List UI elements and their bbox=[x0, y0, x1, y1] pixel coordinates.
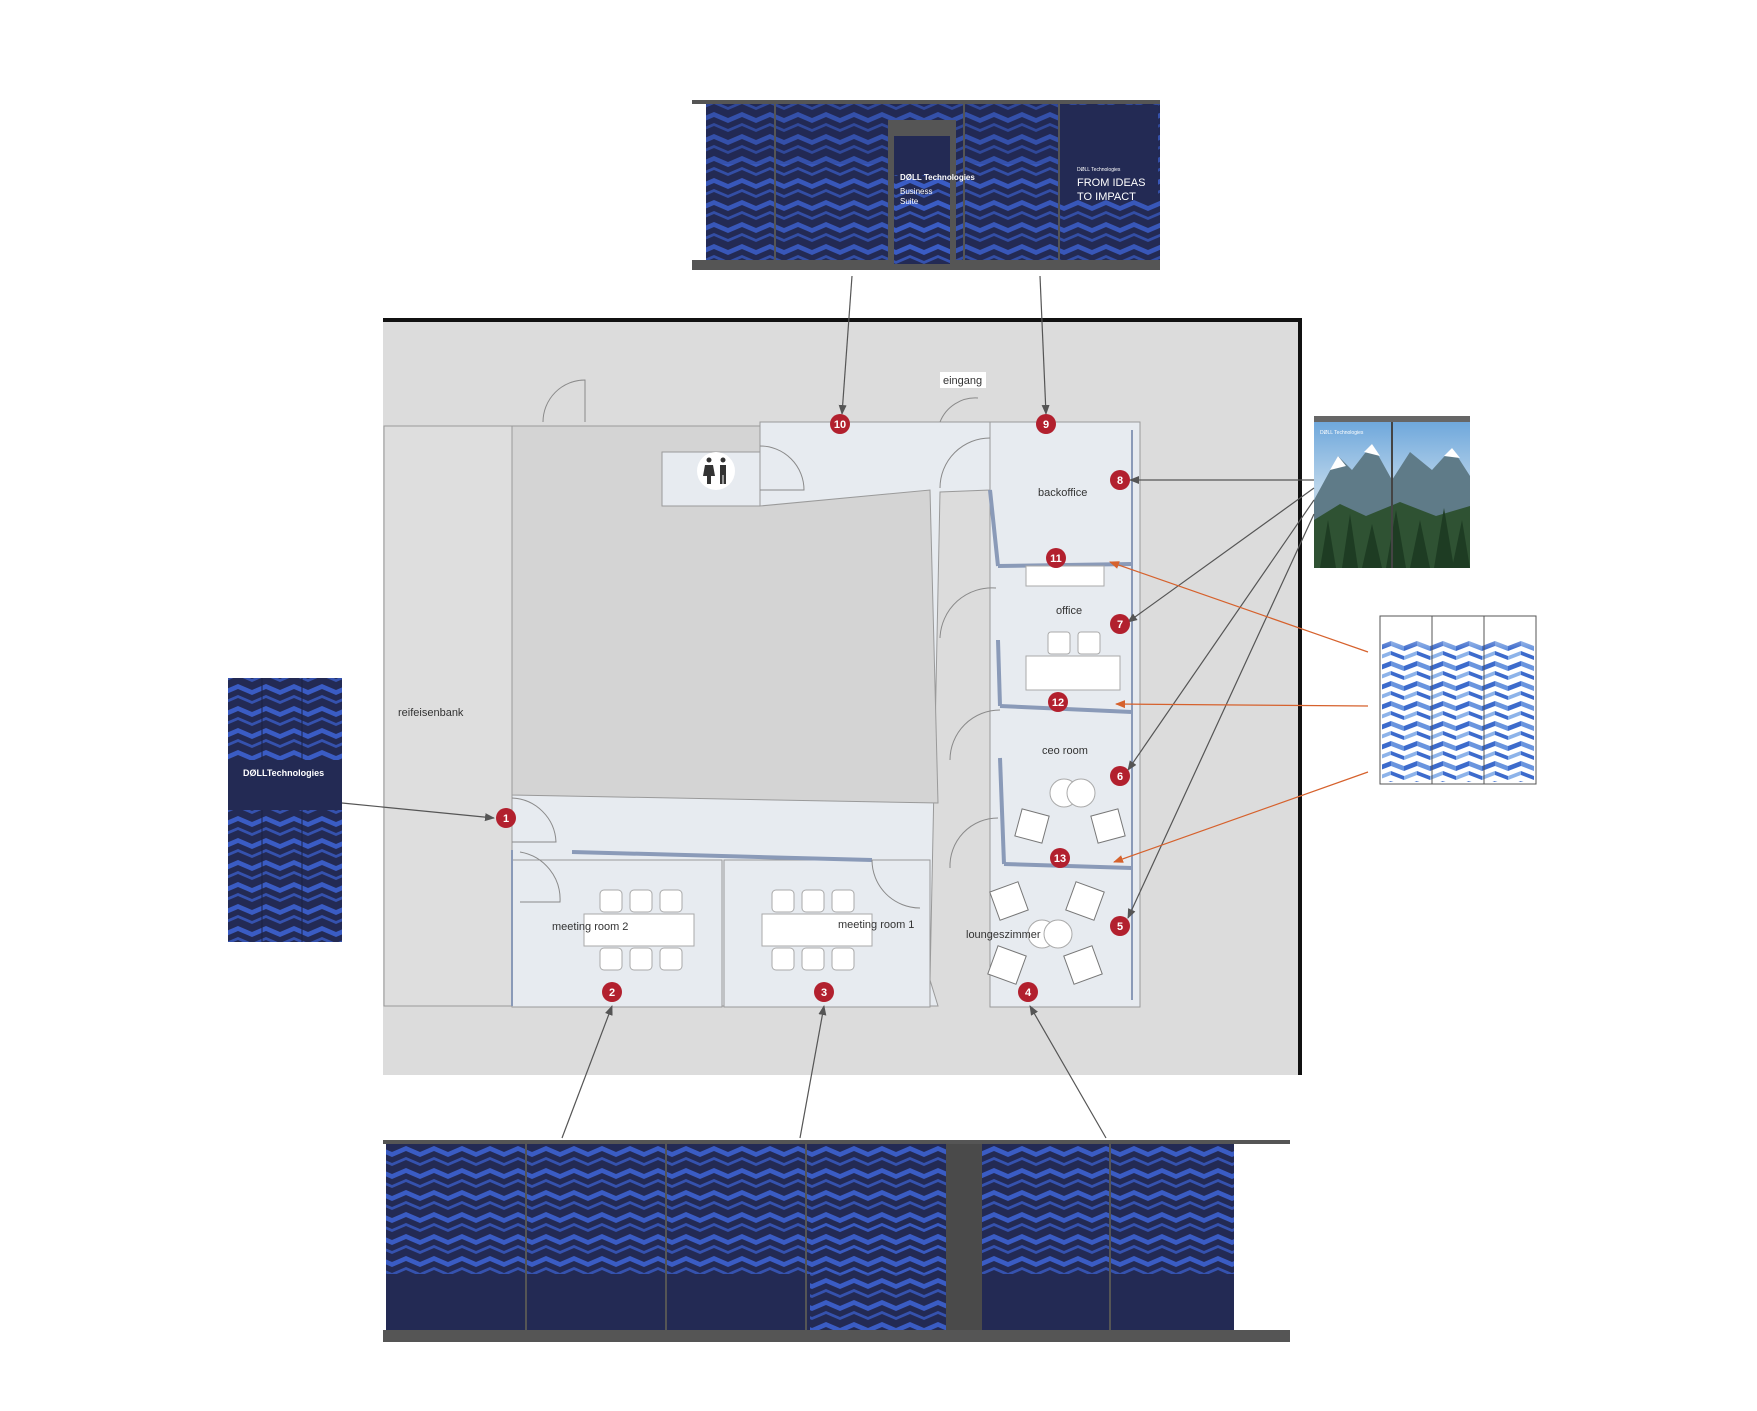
armchair bbox=[1090, 808, 1126, 844]
marker-13: 13 bbox=[1050, 848, 1070, 868]
inner-block bbox=[511, 425, 939, 804]
door-swing bbox=[871, 859, 921, 909]
door-swing bbox=[939, 437, 991, 489]
door-swing bbox=[519, 851, 561, 903]
svg-text:8: 8 bbox=[1117, 475, 1123, 487]
meeting-room-2-furniture bbox=[583, 889, 695, 971]
door-logo: DØLL Technologies bbox=[900, 173, 975, 182]
meeting-room-2-label: meeting room 2 bbox=[552, 921, 628, 933]
markers: 1 2 3 4 5 6 7 8 9 10 11 12 13 bbox=[496, 414, 1130, 1002]
mountain-logo: DØLL Technologies bbox=[1320, 430, 1364, 436]
wall bbox=[999, 704, 1133, 714]
table bbox=[1066, 778, 1096, 808]
marker-10: 10 bbox=[830, 414, 850, 434]
svg-text:5: 5 bbox=[1117, 921, 1123, 933]
door-swing bbox=[949, 817, 999, 869]
loungeszimmer-label: loungeszimmer bbox=[966, 929, 1041, 941]
door-text-2: Suite bbox=[900, 197, 919, 206]
marker-5: 5 bbox=[1110, 916, 1130, 936]
armchair bbox=[1063, 945, 1103, 985]
door-swing bbox=[939, 587, 997, 639]
table bbox=[1043, 919, 1073, 949]
door-swing bbox=[949, 709, 1001, 761]
impact-text-2: TO IMPACT bbox=[1077, 191, 1136, 203]
top-wall-panel: DØLL Technologies Business Suite DØLL Te… bbox=[692, 100, 1160, 270]
marker-6: 6 bbox=[1110, 766, 1130, 786]
wall bbox=[996, 639, 1002, 707]
left-wall-panel: DØLLTechnologies bbox=[228, 678, 342, 942]
marker-11: 11 bbox=[1046, 548, 1066, 568]
wall bbox=[988, 489, 1000, 567]
marker-4: 4 bbox=[1018, 982, 1038, 1002]
reifeisenbank-area bbox=[383, 425, 513, 1007]
ceo-room-label: ceo room bbox=[1042, 745, 1088, 757]
office-label: office bbox=[1056, 605, 1082, 617]
bottom-wall-panel bbox=[383, 1140, 1290, 1342]
backoffice-label: backoffice bbox=[1038, 487, 1087, 499]
eingang-label: eingang bbox=[943, 375, 982, 387]
marker-3: 3 bbox=[814, 982, 834, 1002]
svg-text:10: 10 bbox=[834, 419, 846, 431]
door-swing bbox=[939, 397, 979, 423]
impact-logo: DØLL Technologies bbox=[1077, 167, 1121, 173]
impact-text-1: FROM IDEAS bbox=[1077, 177, 1145, 189]
marker-7: 7 bbox=[1110, 614, 1130, 634]
door-text-1: Business bbox=[900, 187, 932, 196]
svg-text:3: 3 bbox=[821, 987, 827, 999]
mountain-panel: DØLL Technologies bbox=[1314, 416, 1470, 568]
desk bbox=[1025, 565, 1105, 587]
meeting-room-1-furniture bbox=[761, 889, 873, 971]
svg-text:7: 7 bbox=[1117, 619, 1123, 631]
svg-text:9: 9 bbox=[1043, 419, 1049, 431]
armchair bbox=[1014, 808, 1050, 844]
chair bbox=[1047, 631, 1071, 655]
svg-text:13: 13 bbox=[1054, 853, 1066, 865]
marker-2: 2 bbox=[602, 982, 622, 1002]
meeting-room-1-label: meeting room 1 bbox=[838, 919, 914, 931]
eingang-label-bg bbox=[940, 372, 986, 388]
marker-9: 9 bbox=[1036, 414, 1056, 434]
armchair bbox=[989, 881, 1029, 921]
marker-12: 12 bbox=[1048, 692, 1068, 712]
wall bbox=[1003, 862, 1133, 870]
svg-text:2: 2 bbox=[609, 987, 615, 999]
marker-1: 1 bbox=[496, 808, 516, 828]
door-swing bbox=[511, 797, 557, 843]
marker-8: 8 bbox=[1110, 470, 1130, 490]
floor-plan: eingang backoffice office ceo room loun bbox=[383, 318, 1302, 1075]
svg-text:12: 12 bbox=[1052, 697, 1064, 709]
chair bbox=[1077, 631, 1101, 655]
wall bbox=[998, 757, 1006, 865]
desk bbox=[1025, 655, 1121, 691]
svg-text:6: 6 bbox=[1117, 771, 1123, 783]
armchair bbox=[1065, 881, 1105, 921]
door-swing bbox=[759, 445, 805, 491]
left-panel-logo: DØLLTechnologies bbox=[243, 768, 324, 778]
restroom-icon bbox=[697, 452, 735, 490]
arrows bbox=[341, 275, 1369, 1139]
light-blue-panel bbox=[1379, 615, 1537, 785]
svg-text:4: 4 bbox=[1025, 987, 1032, 999]
wall bbox=[571, 850, 873, 862]
svg-text:11: 11 bbox=[1050, 553, 1062, 565]
reifeisenbank-label: reifeisenbank bbox=[398, 707, 464, 719]
armchair bbox=[987, 945, 1027, 985]
svg-text:1: 1 bbox=[503, 813, 509, 825]
door-swing bbox=[542, 379, 586, 423]
